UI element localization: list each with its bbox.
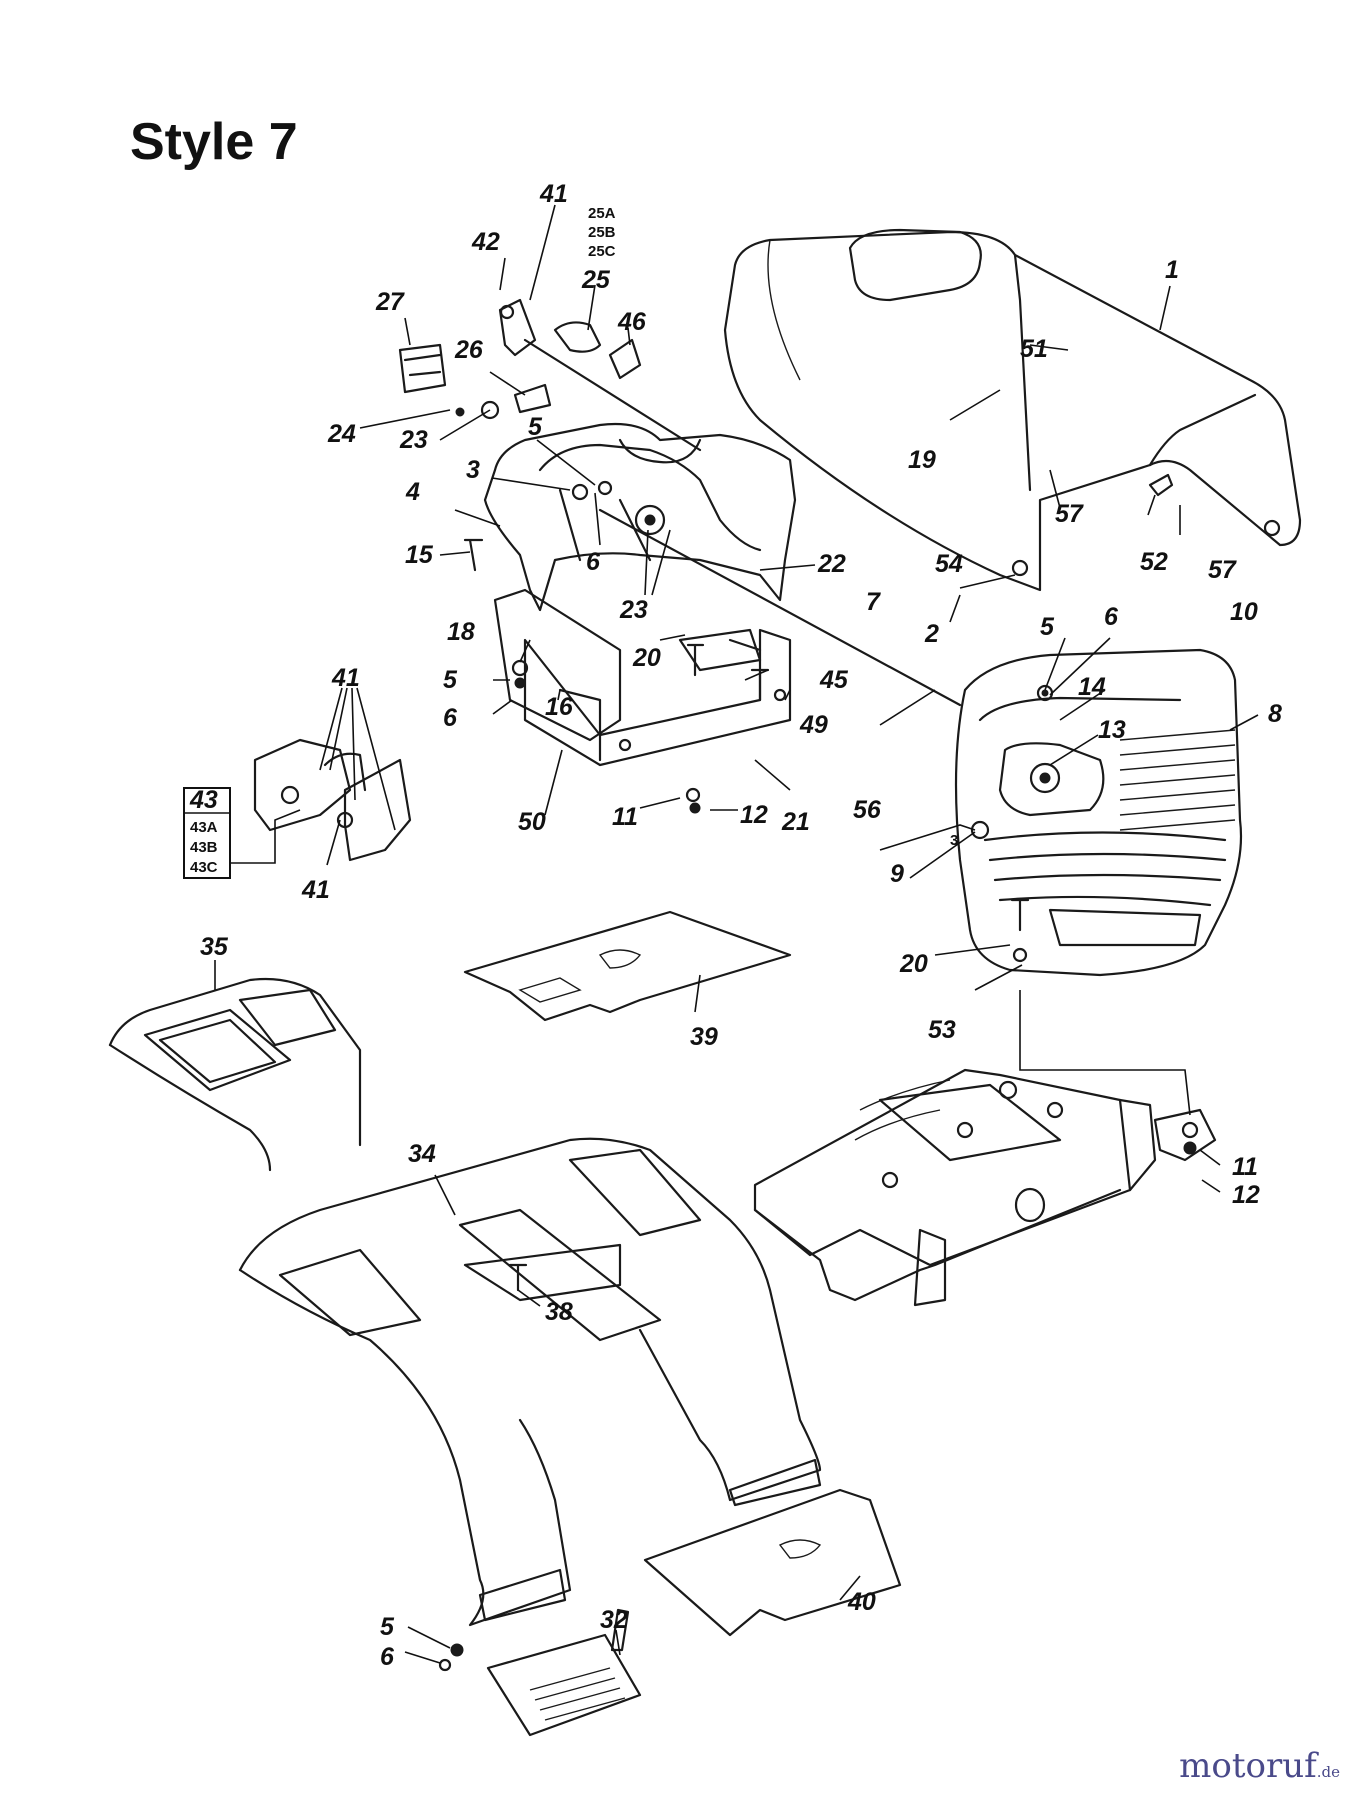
callout-7: 7 <box>866 588 881 616</box>
chassis-frame-part <box>753 990 1217 1307</box>
callout-25: 25 <box>581 266 611 294</box>
variant-43c: 43C <box>190 859 218 876</box>
callout-labels: 1 2 3 3 4 5 5 5 5 6 6 6 6 7 8 9 10 11 11… <box>200 180 1282 1671</box>
callout-19: 19 <box>908 446 936 474</box>
callout-12a: 12 <box>740 801 768 829</box>
rod-part <box>598 508 962 707</box>
variant-25a: 25A <box>588 205 616 222</box>
callout-32: 32 <box>600 1606 628 1634</box>
callout-43: 43 <box>189 786 218 814</box>
callout-35: 35 <box>200 933 229 961</box>
callout-15: 15 <box>405 541 434 569</box>
callout-3: 3 <box>466 456 480 484</box>
callout-57a: 57 <box>1055 500 1084 528</box>
variant-25c: 25C <box>588 243 616 260</box>
callout-34: 34 <box>408 1140 436 1168</box>
diagram-title: Style 7 <box>130 113 298 171</box>
callout-10: 10 <box>1230 598 1258 626</box>
callout-3b: 3 <box>950 832 958 849</box>
callout-49: 49 <box>799 711 828 739</box>
seat-bracket-part <box>493 588 792 767</box>
callout-5a: 5 <box>528 413 543 441</box>
callout-6a: 6 <box>586 548 601 576</box>
callout-27: 27 <box>375 288 405 316</box>
callout-6c: 6 <box>1104 603 1119 631</box>
callout-5c: 5 <box>1040 613 1055 641</box>
callout-5d: 5 <box>380 1613 395 1641</box>
variant-25b: 25B <box>588 224 616 241</box>
callout-50: 50 <box>518 808 546 836</box>
footrest-part <box>486 1633 642 1737</box>
watermark-tld: .de <box>1316 1763 1340 1781</box>
callout-18: 18 <box>447 618 475 646</box>
watermark-name: motoruf <box>1179 1746 1317 1786</box>
callout-45: 45 <box>819 666 849 694</box>
callout-6d: 6 <box>380 1643 395 1671</box>
callout-6b: 6 <box>443 704 458 732</box>
callout-20b: 20 <box>899 950 928 978</box>
callout-23b: 23 <box>619 596 648 624</box>
variant-43a: 43A <box>190 819 218 836</box>
callout-41a: 41 <box>539 180 568 208</box>
key-switch-parts <box>398 298 702 452</box>
callout-23a: 23 <box>399 426 428 454</box>
callout-12b: 12 <box>1232 1181 1260 1209</box>
callout-22: 22 <box>817 550 846 578</box>
callout-53: 53 <box>928 1016 956 1044</box>
callout-42: 42 <box>471 228 500 256</box>
rear-fender-main-part <box>238 1137 822 1627</box>
variant-box-43: 43 43A 43B 43C <box>183 786 231 879</box>
callout-9: 9 <box>890 860 904 888</box>
hood-part <box>723 228 1302 592</box>
variant-43b: 43B <box>190 839 218 856</box>
callout-46: 46 <box>617 308 647 336</box>
leader-lines <box>214 204 1259 1664</box>
watermark-logo: motoruf.de <box>1179 1746 1340 1786</box>
variant-list-25: 25A 25B 25C <box>588 205 616 260</box>
callout-14: 14 <box>1078 673 1106 701</box>
callout-1: 1 <box>1165 256 1179 284</box>
callout-54: 54 <box>935 550 963 578</box>
callout-8: 8 <box>1268 700 1282 728</box>
callout-24: 24 <box>327 420 356 448</box>
callout-51: 51 <box>1020 335 1048 363</box>
grille-part <box>954 648 1243 977</box>
callout-21: 21 <box>781 808 810 836</box>
callout-11a: 11 <box>612 803 638 831</box>
callout-5b: 5 <box>443 666 458 694</box>
floor-plate-lower-part <box>643 1488 902 1637</box>
callout-20a: 20 <box>632 644 661 672</box>
floor-plate-upper-part <box>463 910 792 1022</box>
callout-11b: 11 <box>1232 1153 1258 1181</box>
callout-38: 38 <box>545 1298 573 1326</box>
callout-13: 13 <box>1098 716 1126 744</box>
callout-16: 16 <box>545 693 574 721</box>
callout-41c: 41 <box>301 876 330 904</box>
dash-panel-part <box>483 422 797 612</box>
callout-57b: 57 <box>1208 556 1237 584</box>
callout-56: 56 <box>853 796 882 824</box>
callout-52: 52 <box>1140 548 1168 576</box>
callout-40: 40 <box>847 1588 876 1616</box>
callout-26: 26 <box>454 336 484 364</box>
callout-2: 2 <box>924 620 939 648</box>
rear-fender-left-part <box>108 977 362 1172</box>
callout-41b: 41 <box>331 664 360 692</box>
lever-bracket-part <box>253 738 412 862</box>
callout-4: 4 <box>405 478 420 506</box>
callout-39: 39 <box>690 1023 718 1051</box>
